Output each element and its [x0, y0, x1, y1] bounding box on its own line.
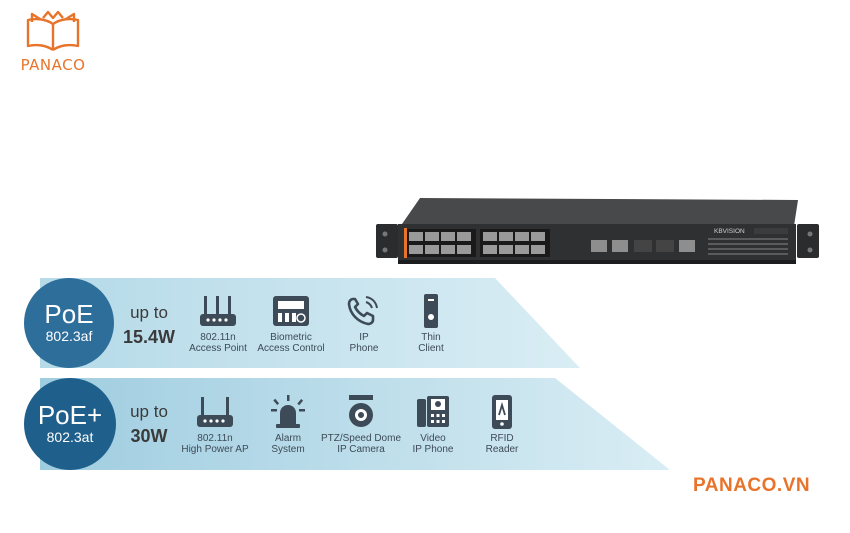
poe-power: up to 15.4W — [114, 303, 184, 348]
poe-plus-power: up to 30W — [114, 402, 184, 447]
poe-standard: PoE — [44, 299, 94, 329]
device-ptz-camera: PTZ/Speed Dome IP Camera — [316, 395, 406, 455]
poe-plus-spec: 802.3at — [46, 429, 94, 445]
poe-band — [40, 278, 580, 368]
access-point-icon — [200, 296, 236, 326]
device-label: IP Phone — [349, 332, 379, 354]
left-rack-ear — [376, 224, 398, 258]
rj45-ports — [409, 232, 545, 254]
thin-client-icon — [424, 294, 438, 328]
biometric-icon — [273, 296, 309, 326]
device-ip-phone: IP Phone — [319, 294, 409, 354]
uplink-ports — [591, 240, 695, 252]
rfid-icon — [492, 395, 512, 429]
device-label: PTZ/Speed Dome IP Camera — [320, 433, 402, 455]
poe-badge: PoE 802.3af — [24, 278, 114, 368]
up-to-label: up to — [130, 402, 168, 421]
device-alarm: Alarm System — [243, 395, 333, 455]
status-leds — [708, 238, 788, 255]
website-text: PANACO.VN — [693, 475, 811, 496]
device-video-phone: Video IP Phone — [388, 395, 478, 455]
panaco-logo: PANACO — [12, 10, 94, 74]
device-rfid-reader: RFID Reader — [457, 395, 547, 455]
poe-plus-badge: PoE+ 802.3at — [24, 378, 116, 470]
device-biometric: Biometric Access Control — [246, 294, 336, 354]
video-phone-icon — [417, 396, 449, 427]
poe-plus-standard: PoE+ — [37, 400, 103, 430]
device-high-power-ap: 802.11n High Power AP — [170, 395, 260, 455]
power-value: 15.4W — [122, 327, 176, 347]
camera-icon — [349, 395, 373, 427]
device-label: 802.11n Access Point — [189, 332, 247, 354]
right-rack-ear — [797, 224, 819, 258]
switch-top — [402, 198, 798, 226]
device-label: Thin Client — [418, 332, 444, 354]
device-access-point: 802.11n Access Point — [173, 294, 263, 354]
device-label: Biometric Access Control — [257, 332, 325, 354]
device-label: 802.11n High Power AP — [181, 433, 249, 455]
up-to-label: up to — [130, 303, 168, 322]
poe-switch-image: KBVISION — [376, 198, 819, 264]
poe-spec: 802.3af — [45, 328, 93, 344]
device-label: RFID Reader — [485, 433, 519, 455]
logo-text: PANACO — [20, 56, 86, 74]
device-label: Alarm System — [271, 433, 305, 455]
access-point-icon — [197, 397, 233, 427]
device-thin-client: Thin Client — [386, 294, 476, 354]
phone-icon — [347, 296, 378, 326]
alarm-icon — [271, 395, 305, 428]
book-logo-icon — [26, 10, 80, 52]
switch-brand-label: KBVISION — [714, 228, 745, 235]
power-value: 30W — [130, 426, 168, 446]
device-label: Video IP Phone — [412, 433, 454, 455]
